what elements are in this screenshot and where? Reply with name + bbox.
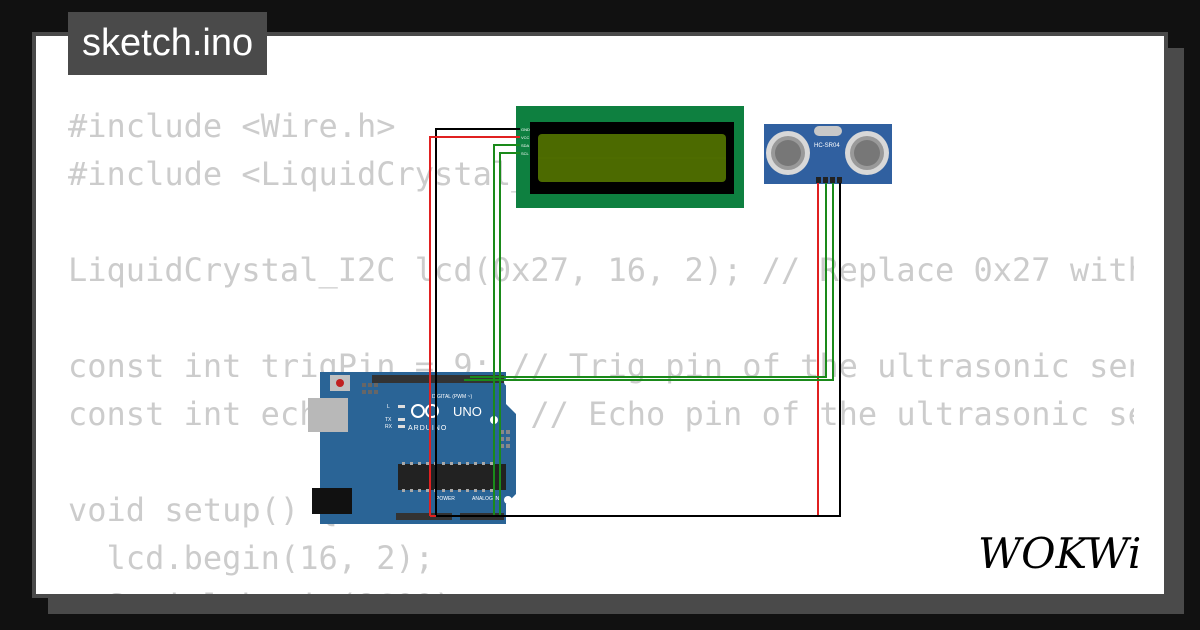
power-pins-label: POWER: [436, 496, 455, 502]
atmega-chip: [398, 464, 506, 490]
wire-sensor-gnd: [436, 183, 841, 517]
wire-sensor-echo: [464, 183, 834, 381]
board-model-label: UNO: [453, 404, 482, 419]
code-line: Serial.begin(9600);: [68, 582, 1134, 594]
code-line: const int trigPin = 9; // Trig pin of th…: [68, 347, 1134, 385]
wire-lcd-gnd: [435, 128, 520, 516]
lcd-pin-vcc-label: VCC: [521, 135, 530, 140]
wire-lcd-sda: [493, 144, 520, 516]
analog-pins-label: ANALOG IN: [472, 496, 500, 502]
sensor-crystal: [814, 126, 842, 136]
lcd1602-i2c[interactable]: GND VCC SDA SCL: [516, 106, 744, 208]
hc-sr04-sensor[interactable]: HC-SR04: [764, 124, 892, 184]
wokwi-logo: WOKWi: [978, 529, 1141, 578]
wire-sensor-trig: [470, 183, 827, 378]
power-header: [396, 513, 452, 520]
wires: [429, 128, 841, 517]
digital-header: [372, 375, 504, 383]
usb-port: [308, 398, 348, 432]
lcd-pin-gnd-label: GND: [521, 127, 530, 132]
code-line: LiquidCrystal_I2C lcd(0x27, 16, 2); // R…: [68, 251, 1134, 289]
code-line: #include <Wire.h>: [68, 107, 396, 145]
tx-label: TX: [385, 417, 392, 423]
wire-lcd-vcc: [429, 136, 520, 516]
digital-pins-label: DIGITAL (PWM ~): [432, 394, 472, 400]
wire-lcd-scl: [499, 152, 520, 516]
board-brand-label: ARDUINO: [408, 425, 447, 432]
power-jack: [312, 488, 352, 514]
lcd-pin-sda-label: SDA: [521, 143, 530, 148]
rx-label: RX: [385, 424, 393, 430]
arduino-uno-board[interactable]: UNO ARDUINO DIGITAL (PWM ~) POWER ANALOG…: [308, 372, 516, 524]
sensor-model-label: HC-SR04: [814, 143, 840, 149]
sketch-filename-tab: sketch.ino: [68, 12, 268, 75]
lcd-pin-scl-label: SCL: [521, 151, 530, 156]
reset-button-cap: [336, 379, 344, 387]
wokwi-logo-text: WOKWi: [978, 529, 1141, 578]
led-l-label: L: [387, 404, 390, 410]
code-line: lcd.begin(16, 2);: [68, 539, 435, 577]
arduino-infinity-icon: [411, 404, 439, 418]
